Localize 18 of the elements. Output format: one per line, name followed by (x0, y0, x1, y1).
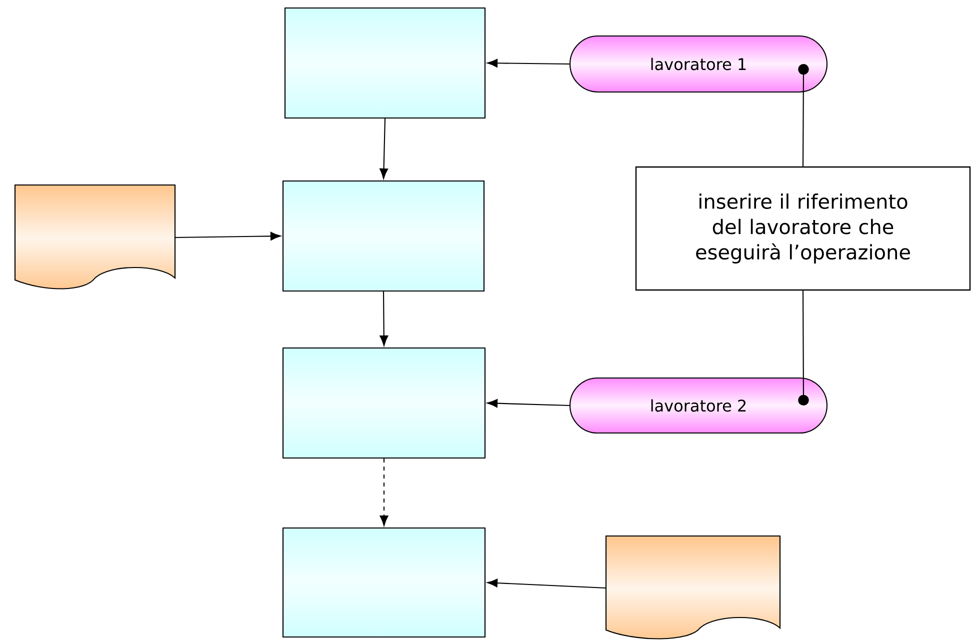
terminal-box: lavoratore 1 (569, 35, 828, 93)
process-box (284, 7, 486, 119)
terminal-box: lavoratore 2 (569, 377, 828, 434)
leader-line (798, 64, 809, 166)
arrow (487, 399, 570, 408)
arrow (175, 232, 281, 240)
callout-box: inserire il riferimento del lavoratore che eseguirà l’operazione (635, 166, 971, 291)
arrow (487, 58, 570, 68)
process-box (282, 347, 486, 459)
arrow (380, 458, 388, 526)
process-box (282, 180, 485, 292)
arrow (380, 118, 388, 179)
process-box (282, 527, 486, 638)
arrow (487, 578, 606, 589)
arrow (380, 292, 388, 346)
document-shape (605, 535, 781, 640)
leader-line (798, 290, 809, 406)
document-shape (14, 184, 176, 290)
